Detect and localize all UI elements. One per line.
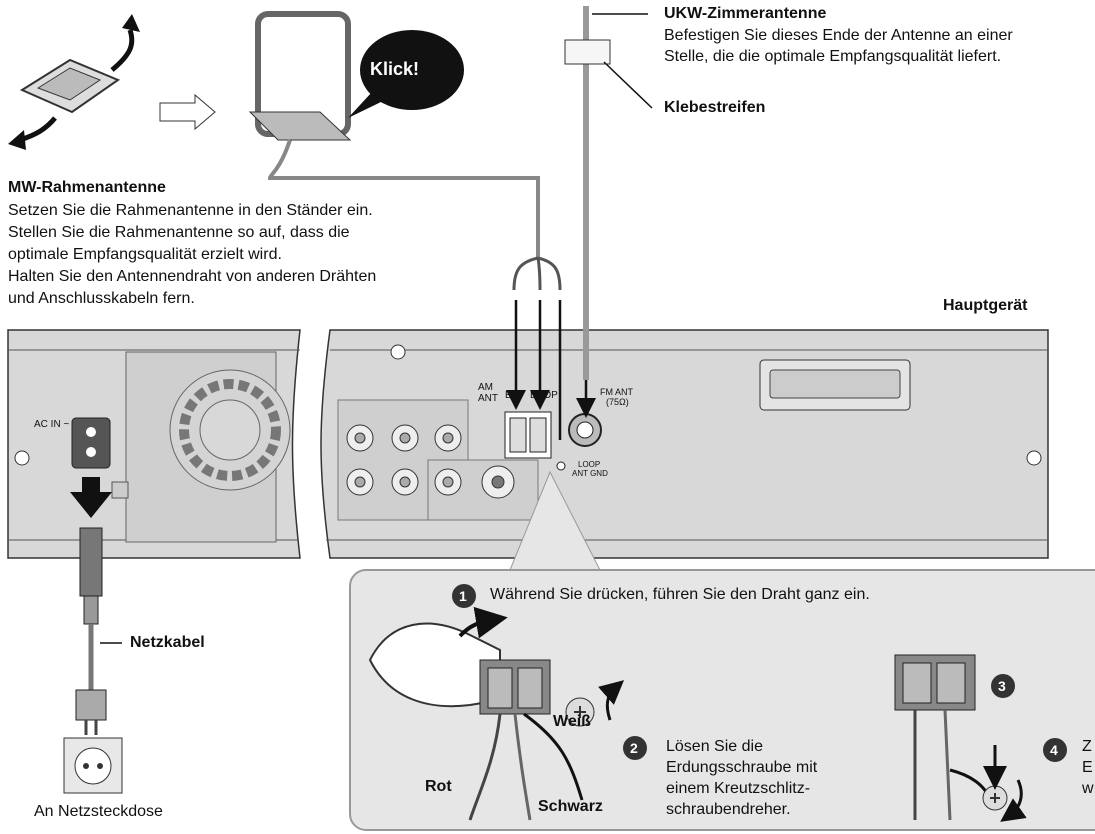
wire-black-label: Schwarz [538,798,603,815]
step-2-text-3: einem Kreutzschlitz- [666,780,811,797]
step-1-number: 1 [459,588,467,604]
am-label: AM [478,382,493,393]
wire-white-label: Weiß [553,713,591,730]
step-4-text-3: w [1082,780,1094,797]
fm-antenna-text-2: Stelle, die die optimale Empfangsqualitä… [664,48,1002,65]
fm-indoor-antenna [564,6,653,380]
ac-in-label: AC IN ~ [34,419,70,430]
klick-label: Klick! [370,59,420,79]
step-2-text-2: Erdungsschraube mit [666,759,818,776]
ant-gnd-label: ANT GND [572,469,608,478]
connection-arrows [506,300,596,440]
step-1-text: Während Sie drücken, führen Sie den Drah… [490,586,870,603]
step-4-text-1: Z [1082,738,1092,755]
loop-label: LOOP [530,390,558,401]
mw-loop-antenna [8,11,562,291]
step-2-number: 2 [630,740,638,756]
ant-label: ANT [478,393,498,404]
step-badges [452,584,1067,762]
step-4-number: 4 [1050,742,1058,758]
main-unit-rear-panel [7,329,1049,559]
mw-antenna-text-2: Stellen Sie die Rahmenantenne so auf, da… [8,224,350,241]
fm-ant-label: FM ANT [600,387,633,397]
detail-callout [349,470,1095,831]
wall-outlet [63,737,123,794]
mw-antenna-title: MW-Rahmenantenne [8,179,166,196]
ext-label: EXT [505,390,525,401]
mw-antenna-text-3: optimale Empfangsqualität erzielt wird. [8,246,282,263]
mw-antenna-text-5: und Anschlusskabeln fern. [8,290,195,307]
klick-bubble [348,30,464,118]
mw-antenna-text-4: Halten Sie den Antennendraht von anderen… [8,268,377,285]
fm-antenna-title: UKW-Zimmerantenne [664,5,827,22]
step-2-text-1: Lösen Sie die [666,738,763,755]
fm-antenna-text-1: Befestigen Sie dieses Ende der Antenne a… [664,27,1013,44]
main-unit-label: Hauptgerät [943,297,1028,314]
wire-red-label: Rot [425,778,452,795]
mw-antenna-text-1: Setzen Sie die Rahmenantenne in den Stän… [8,202,373,219]
tape-label: Klebestreifen [664,99,766,116]
loop-gnd-label: LOOP [578,460,601,469]
step-2-text-4: schraubendreher. [666,801,791,818]
outlet-label: An Netzsteckdose [34,803,163,820]
power-cable [70,477,122,735]
step-3-number: 3 [998,678,1006,694]
fm-ohm-label: (75Ω) [606,397,629,407]
power-cable-label: Netzkabel [130,634,205,651]
step-4-text-2: E [1082,759,1093,776]
